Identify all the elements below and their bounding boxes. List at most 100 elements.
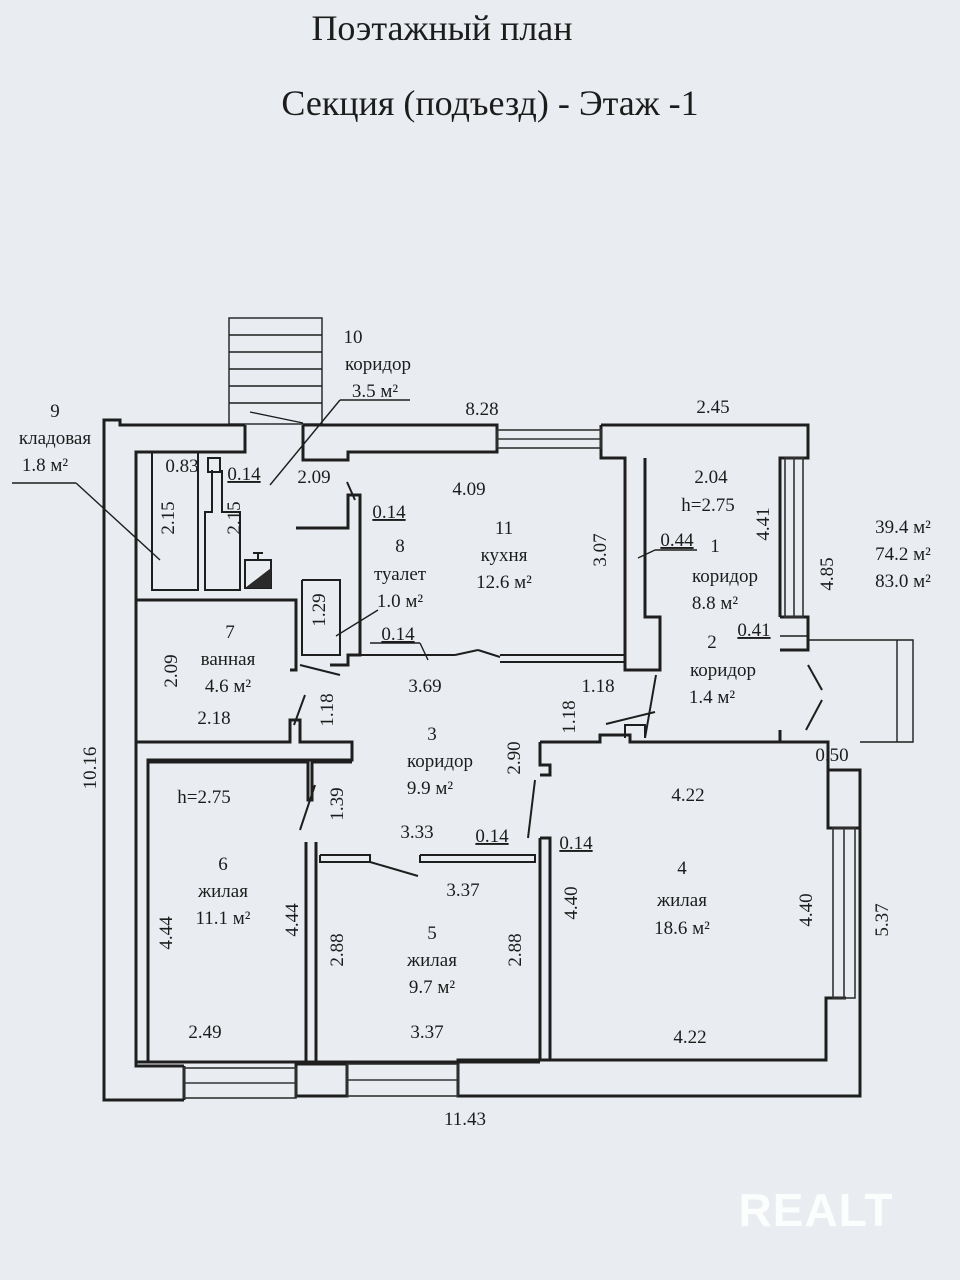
plan-title: Поэтажный план [311,8,572,48]
svg-text:жилая: жилая [406,950,457,971]
svg-text:3.37: 3.37 [410,1022,443,1043]
svg-text:4.22: 4.22 [671,785,704,806]
svg-text:2.18: 2.18 [197,708,230,729]
room-2-label: 2 коридор 1.4 м² [689,632,756,708]
svg-text:1.18: 1.18 [317,693,338,726]
svg-text:0.14: 0.14 [475,826,509,847]
svg-text:3.5 м²: 3.5 м² [352,381,399,402]
svg-text:9: 9 [50,401,60,422]
svg-text:0.14: 0.14 [559,833,593,854]
svg-text:6: 6 [218,854,228,875]
svg-text:4.41: 4.41 [753,507,774,540]
svg-text:0.44: 0.44 [660,530,694,551]
svg-text:18.6 м²: 18.6 м² [654,918,710,939]
svg-text:коридор: коридор [690,660,756,681]
svg-text:жилая: жилая [197,881,248,902]
room-5-label: 5 жилая 9.7 м² [406,923,457,998]
svg-text:кухня: кухня [481,545,528,566]
svg-text:0.41: 0.41 [737,620,770,641]
svg-text:4: 4 [677,858,687,879]
svg-text:1.4 м²: 1.4 м² [689,687,736,708]
room-3-label: 3 коридор 9.9 м² [407,724,473,799]
room-10-label: 10 коридор 3.5 м² [344,327,412,402]
svg-text:ванная: ванная [201,649,256,670]
svg-text:3.37: 3.37 [446,880,479,901]
svg-text:2.88: 2.88 [505,933,526,966]
porch-stairs [228,317,323,425]
svg-text:9.9 м²: 9.9 м² [407,778,454,799]
svg-text:10.16: 10.16 [80,747,101,790]
svg-text:11: 11 [495,518,513,539]
svg-text:2.49: 2.49 [188,1022,221,1043]
svg-text:туалет: туалет [374,564,427,585]
svg-text:4.40: 4.40 [561,886,582,919]
svg-text:4.44: 4.44 [156,916,177,950]
svg-text:коридор: коридор [407,751,473,772]
dimension-labels: 8.28 2.45 11.43 2.04 4.09 0.44 0.41 0.14… [80,397,893,1130]
svg-text:1.8 м²: 1.8 м² [22,455,69,476]
water-heater-icon [244,552,272,589]
interior-walls [136,452,780,1064]
svg-text:3: 3 [427,724,437,745]
entry-porch [805,639,914,743]
ceiling-height-label: h=2.75 [177,787,230,808]
room-1-label: 1 коридор 8.8 м² [692,536,758,614]
svg-text:2.15: 2.15 [224,501,245,534]
room-7-label: 7 ванная 4.6 м² [201,622,256,697]
svg-text:8.28: 8.28 [465,399,498,420]
svg-text:8.8 м²: 8.8 м² [692,593,739,614]
svg-text:0.83: 0.83 [165,456,198,477]
svg-text:1: 1 [710,536,720,557]
svg-text:2: 2 [707,632,717,653]
svg-text:4.09: 4.09 [452,479,485,500]
svg-text:2.45: 2.45 [696,397,729,418]
svg-text:10: 10 [344,327,363,348]
svg-text:1.39: 1.39 [327,787,348,820]
room-8-label: 8 туалет 1.0 м² [374,536,427,612]
svg-text:1.18: 1.18 [581,676,614,697]
svg-text:2.88: 2.88 [327,933,348,966]
realt-watermark: REALT [739,1184,894,1236]
svg-text:2.04: 2.04 [694,467,728,488]
leader-lines [12,399,808,661]
svg-text:11.43: 11.43 [444,1109,486,1130]
svg-text:5: 5 [427,923,437,944]
room-6-label: 6 жилая 11.1 м² [195,854,250,929]
svg-text:4.22: 4.22 [673,1027,706,1048]
room-11-label: 11 кухня 12.6 м² [476,518,532,593]
svg-text:2.15: 2.15 [158,501,179,534]
svg-text:0.14: 0.14 [227,464,261,485]
svg-text:3.69: 3.69 [408,676,441,697]
svg-text:коридор: коридор [692,566,758,587]
svg-text:2.90: 2.90 [504,741,525,774]
svg-text:жилая: жилая [656,890,707,911]
svg-text:0.14: 0.14 [381,624,415,645]
svg-text:1.29: 1.29 [309,593,330,626]
svg-text:2.09: 2.09 [297,467,330,488]
svg-text:кладовая: кладовая [19,428,91,449]
room-9-label: 9 кладовая 1.8 м² [19,401,91,476]
svg-text:9.7 м²: 9.7 м² [409,977,456,998]
svg-text:8: 8 [395,536,405,557]
windows [183,429,856,1099]
total-areas: 39.4 м² 74.2 м² 83.0 м² [875,517,931,592]
svg-text:1.18: 1.18 [559,700,580,733]
plan-subtitle: Секция (подъезд) - Этаж -1 [281,83,698,123]
svg-text:83.0 м²: 83.0 м² [875,571,931,592]
svg-text:11.1 м²: 11.1 м² [195,908,250,929]
ceiling-height-label: h=2.75 [681,495,734,516]
svg-text:12.6 м²: 12.6 м² [476,572,532,593]
svg-text:39.4 м²: 39.4 м² [875,517,931,538]
svg-text:0.14: 0.14 [372,502,406,523]
svg-text:4.6 м²: 4.6 м² [205,676,252,697]
svg-text:0.50: 0.50 [815,745,848,766]
svg-text:1.0 м²: 1.0 м² [377,591,424,612]
svg-text:7: 7 [225,622,235,643]
room-4-label: 4 жилая 18.6 м² [654,858,710,939]
svg-text:2.09: 2.09 [161,654,182,687]
svg-text:коридор: коридор [345,354,411,375]
svg-text:3.33: 3.33 [400,822,433,843]
svg-text:4.40: 4.40 [796,893,817,926]
